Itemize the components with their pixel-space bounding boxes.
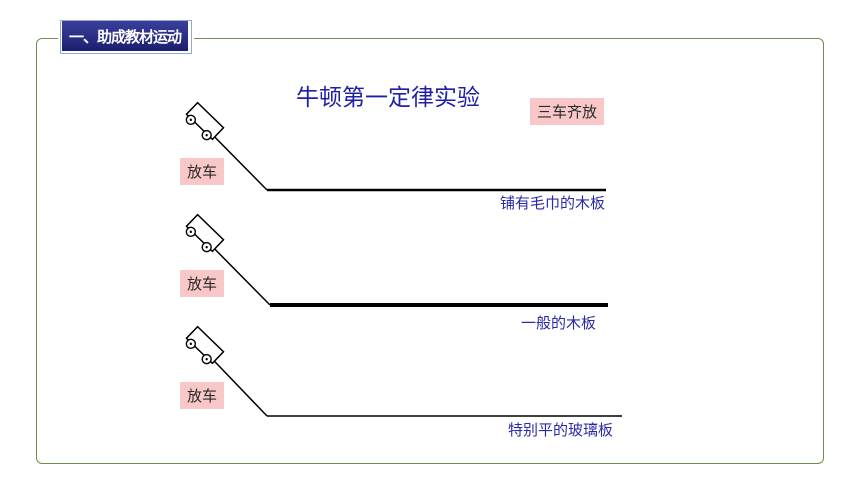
section-heading: 一、助成教材运动 xyxy=(62,21,188,51)
release-badge-2: 放车 xyxy=(180,270,225,297)
ramp-setup-2 xyxy=(185,213,608,307)
ramp-setup-3 xyxy=(185,325,622,417)
release-all-badge: 三车齐放 xyxy=(530,98,605,125)
ramp-setup-1 xyxy=(185,101,606,192)
cart-1 xyxy=(185,101,225,141)
cart-2 xyxy=(185,213,225,253)
surface-label-glass: 特别平的玻璃板 xyxy=(508,421,614,439)
surface-label-wood: 一般的木板 xyxy=(521,314,597,332)
surface-label-towel: 铺有毛巾的木板 xyxy=(500,194,606,212)
release-badge-3: 放车 xyxy=(180,382,225,409)
experiment-title: 牛顿第一定律实验 xyxy=(296,85,480,111)
content-frame xyxy=(36,38,824,464)
cart-3 xyxy=(185,325,225,365)
release-badge-1: 放车 xyxy=(180,158,225,185)
